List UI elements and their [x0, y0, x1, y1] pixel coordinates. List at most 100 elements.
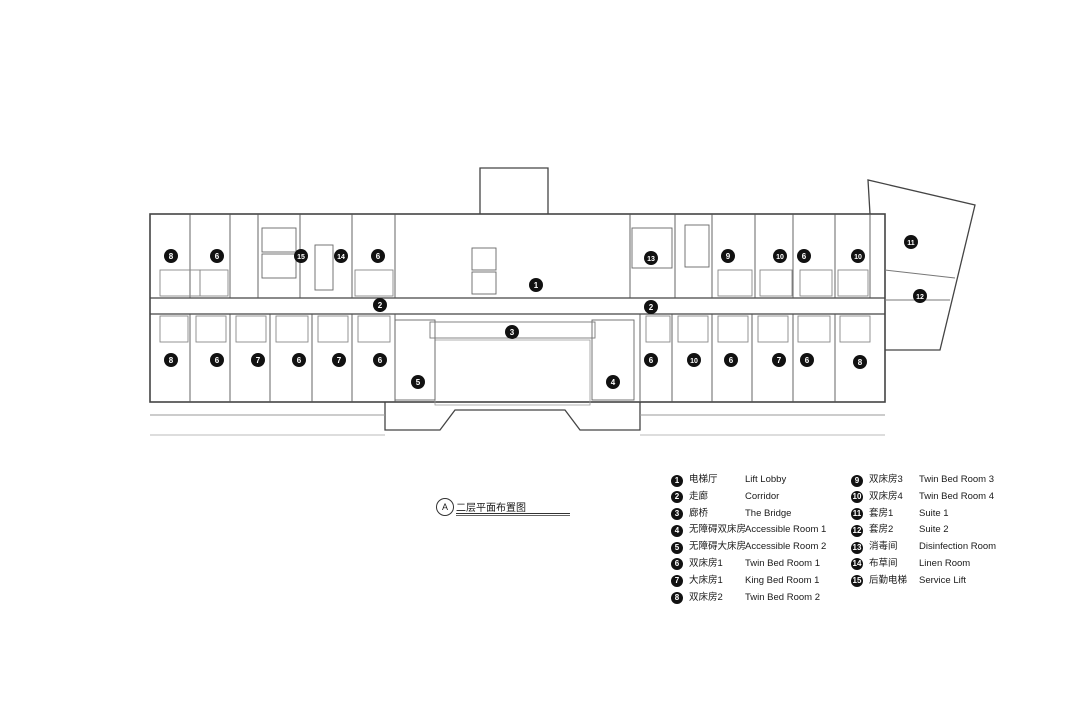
- plan-marker-label: 5: [416, 378, 421, 387]
- legend-number-badge: 9: [851, 474, 863, 487]
- plan-marker-circle: [721, 249, 735, 263]
- room-partitions: [159, 214, 871, 402]
- plan-marker: 10: [773, 249, 787, 263]
- plan-marker-circle: [373, 353, 387, 367]
- plan-marker: 10: [687, 353, 701, 367]
- legend-label-en: Twin Bed Room 1: [745, 557, 820, 569]
- title-underline: [456, 513, 570, 514]
- legend-label-en: Suite 2: [919, 524, 949, 536]
- plan-marker-label: 13: [647, 256, 655, 263]
- plan-marker-label: 6: [297, 356, 302, 365]
- plan-marker-label: 10: [690, 358, 698, 365]
- plan-marker-circle: [773, 249, 787, 263]
- legend-number-badge: 1: [671, 474, 683, 487]
- legend-label-zh: 大床房1: [689, 574, 723, 586]
- drawing-title: 二层平面布置图: [456, 503, 526, 514]
- legend-label-zh: 无障碍双床房: [689, 524, 747, 536]
- plan-marker-label: 10: [854, 254, 862, 261]
- plan-marker-label: 6: [649, 356, 654, 365]
- plan-marker-label: 6: [802, 252, 807, 261]
- legend-label-zh: 双床房2: [689, 591, 723, 603]
- plan-marker-label: 2: [649, 303, 654, 312]
- drawing-title-mark: A: [436, 498, 454, 516]
- legend-label-en: Twin Bed Room 4: [919, 490, 994, 502]
- plan-marker: 7: [332, 353, 346, 367]
- plan-marker-label: 6: [805, 356, 810, 365]
- plan-marker-circle: [853, 355, 867, 369]
- plan-marker-circle: [851, 249, 865, 263]
- plan-marker-label: 15: [297, 254, 305, 261]
- plan-marker-label: 9: [726, 252, 731, 261]
- plan-marker-label: 6: [729, 356, 734, 365]
- legend-number-badge: 4: [671, 524, 683, 537]
- plan-marker-label: 6: [376, 252, 381, 261]
- legend-label-en: King Bed Room 1: [745, 574, 820, 586]
- plan-marker-label: 8: [169, 356, 174, 365]
- plan-marker-circle: [505, 325, 519, 339]
- title-underline-thin: [456, 515, 570, 516]
- plan-marker: 5: [411, 375, 425, 389]
- legend-label-zh: 走廊: [689, 490, 709, 502]
- plan-marker: 15: [294, 249, 308, 263]
- legend-number-badge: 5: [671, 541, 683, 554]
- plan-marker-label: 14: [337, 254, 345, 261]
- legend-label-en: Twin Bed Room 2: [745, 591, 820, 603]
- legend-label-zh: 双床房3: [869, 474, 903, 485]
- plan-marker: 8: [164, 249, 178, 263]
- legend-item: 12 套房2 Suite 2: [851, 522, 1021, 539]
- plan-marker: 14: [334, 249, 348, 263]
- plan-marker-circle: [164, 353, 178, 367]
- plan-marker-circle: [529, 278, 543, 292]
- legend-item: 7 大床房1 King Bed Room 1: [671, 573, 841, 590]
- plan-marker-circle: [210, 249, 224, 263]
- plan-marker-label: 6: [378, 356, 383, 365]
- legend-label-en: Suite 1: [919, 507, 949, 519]
- legend-label-en: The Bridge: [745, 507, 792, 519]
- plan-marker: 8: [164, 353, 178, 367]
- plan-marker-circle: [294, 249, 308, 263]
- legend-label-zh: 布草间: [869, 557, 898, 569]
- plan-marker-label: 10: [776, 254, 784, 261]
- plan-marker-label: 11: [907, 240, 915, 247]
- legend-number-badge: 10: [851, 491, 863, 504]
- plan-marker: 13: [644, 251, 658, 265]
- plan-marker: 11: [904, 235, 918, 249]
- plan-marker: 12: [913, 289, 927, 303]
- plan-marker: 2: [373, 298, 387, 312]
- plan-marker-label: 7: [337, 356, 342, 365]
- plan-marker-circle: [904, 235, 918, 249]
- plan-marker-circle: [210, 353, 224, 367]
- legend-label-zh: 套房2: [869, 524, 894, 536]
- legend-number-badge: 15: [851, 575, 863, 588]
- legend-number-badge: 13: [851, 541, 863, 554]
- plan-marker: 4: [606, 375, 620, 389]
- plan-marker-circle: [251, 353, 265, 367]
- legend-label-zh: 廊桥: [689, 507, 709, 519]
- plan-marker: 6: [724, 353, 738, 367]
- plan-marker-label: 4: [611, 378, 616, 387]
- plan-marker-circle: [334, 249, 348, 263]
- legend-number-badge: 12: [851, 524, 863, 537]
- legend-label-en: Accessible Room 2: [745, 541, 827, 553]
- legend-label-zh: 消毒间: [869, 541, 898, 553]
- legend-number-badge: 7: [671, 575, 683, 588]
- plan-marker-circle: [373, 298, 387, 312]
- plan-marker-label: 7: [777, 356, 782, 365]
- plan-marker-label: 8: [858, 358, 863, 367]
- plan-marker-circle: [292, 353, 306, 367]
- legend-label-en: Linen Room: [919, 557, 971, 569]
- legend-label-zh: 电梯厅: [689, 474, 718, 485]
- plan-marker-label: 6: [215, 252, 220, 261]
- plan-marker: 6: [210, 353, 224, 367]
- plan-marker-circle: [644, 300, 658, 314]
